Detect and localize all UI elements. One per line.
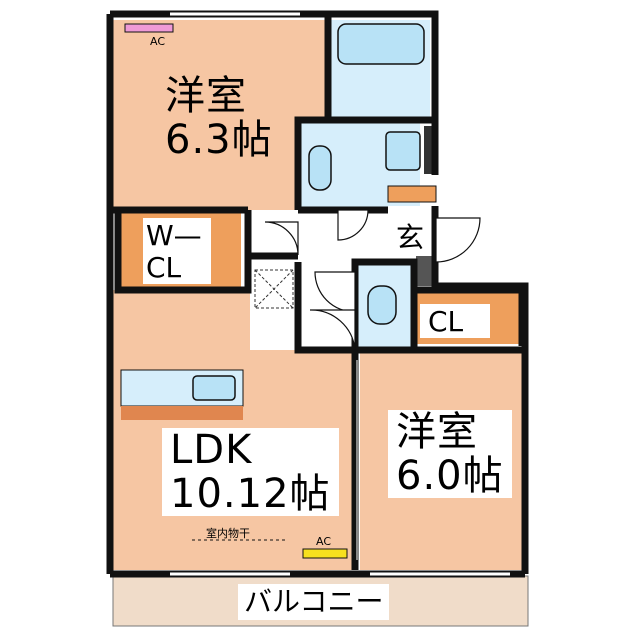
- walk-in-closet-label: W— CL: [146, 219, 202, 284]
- dark-block-mid: [416, 256, 436, 286]
- bedroom1-label: 洋室 6.3帖: [165, 73, 273, 163]
- washing-machine-icon: [385, 131, 421, 171]
- toilet-icon: [367, 285, 397, 325]
- balcony-label: バルコニー: [238, 584, 390, 620]
- shoe-cabinet: [387, 185, 437, 203]
- windows: [170, 12, 510, 576]
- walls: [106, 10, 529, 578]
- ceiling-hatch: [254, 269, 294, 309]
- window-frames: [170, 11, 510, 577]
- entrance-label: 玄: [396, 221, 425, 254]
- kitchen-counter-base: [121, 406, 243, 420]
- walk-in-closet-inner: [143, 218, 211, 284]
- bathtub-icon: [337, 23, 425, 65]
- ac-label-ldk: AC: [316, 535, 332, 548]
- closet-label: CL: [428, 305, 464, 338]
- ac-unit-bedroom1: [124, 23, 174, 33]
- bedroom1-floor: [113, 20, 328, 210]
- ldk-label: LDK 10.12帖: [162, 428, 339, 516]
- ceiling-hatch-diagonal: [254, 269, 294, 309]
- washbasin-icon: [308, 145, 332, 191]
- ac-label-bedroom1: AC: [150, 35, 166, 48]
- entrance-floor: [388, 206, 434, 256]
- closet-inner: [420, 304, 490, 338]
- ac-unit-ldk: [302, 548, 348, 559]
- indoor-drying-label: 室内物干: [206, 527, 250, 540]
- kitchen-sink-icon: [192, 375, 236, 401]
- door-swing-icon: [264, 209, 481, 351]
- bedroom2-label: 洋室 6.0帖: [388, 410, 512, 498]
